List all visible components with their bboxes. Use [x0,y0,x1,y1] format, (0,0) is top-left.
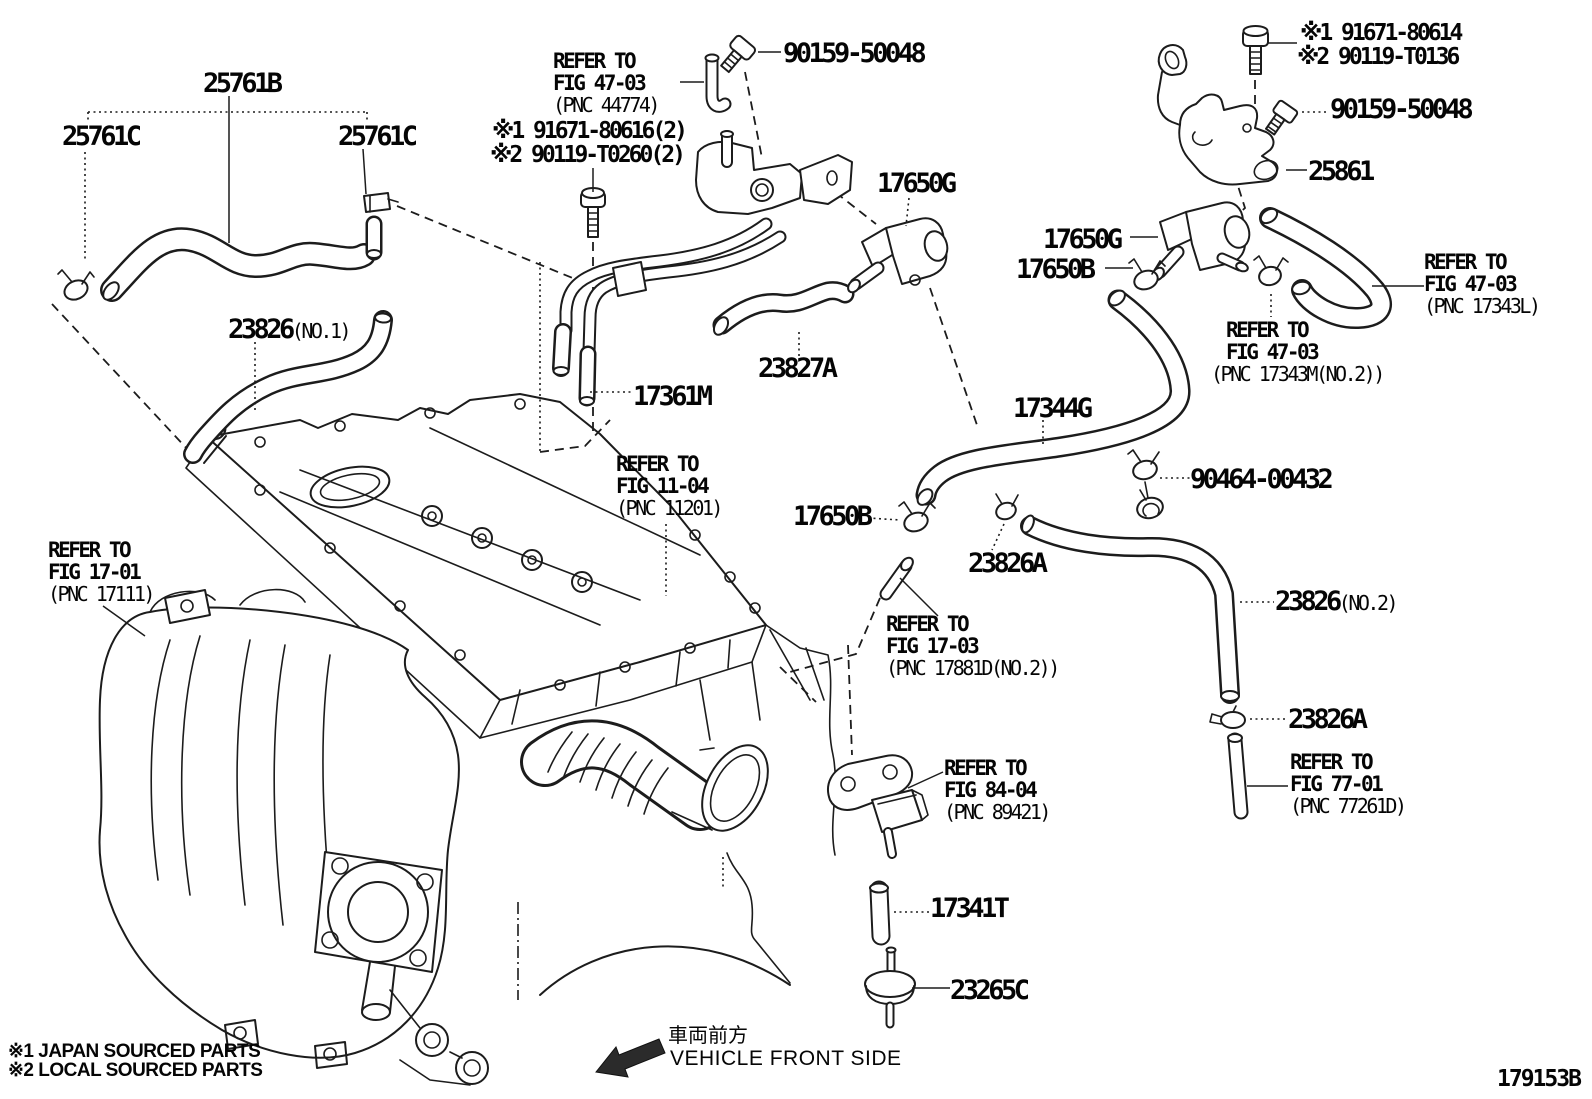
clamp-17650B-right [1128,258,1166,291]
part-label-23826-no1: 23826(NO.1) [228,314,352,345]
part-label-17344G: 17344G [1013,393,1093,424]
part-label-91671-80616: ※1 91671-80616(2) [492,118,688,144]
part-label-23827A: 23827A [758,353,838,384]
part-label-23826A-mid: 23826A [968,548,1048,579]
engine-drawing [98,393,853,1086]
part-label-17650B-left: 17650B [793,501,873,532]
vehicle-front-label-en: VEHICLE FRONT SIDE [670,1047,902,1070]
clamp-23826A-mid [995,493,1019,521]
ref-fig-47-03-pnc-17343M: REFER TO FIG 47-03 (PNC 17343M(NO.2)) [1211,318,1385,386]
part-label-25761B: 25761B [203,68,283,99]
clamp-90464-00432 [1127,449,1164,520]
part-label-90159-50048-right: 90159-50048 [1330,94,1474,125]
part-label-17341T: 17341T [930,893,1010,924]
part-label-91671-80614: ※1 91671-80614 [1300,20,1463,46]
vehicle-front-arrow-icon [595,1038,666,1078]
hoses [100,192,1392,820]
part-label-90119-T0136: ※2 90119-T0136 [1297,44,1460,70]
ref-fig-17-03-pnc-17881D: REFER TO FIG 17-03 (PNC 17881D(NO.2)) [886,612,1060,680]
ref-fig-11-04-pnc-11201: REFER TO FIG 11-04 (PNC 11201) [616,452,723,520]
part-label-17650G-left: 17650G [877,168,957,199]
leader-lines [84,42,1424,989]
clamp-17650B-left [898,501,936,533]
ref-fig-47-03-pnc-17343L: REFER TO FIG 47-03 (PNC 17343L) [1424,250,1541,318]
ref-fig-47-03-pnc-44774: REFER TO FIG 47-03 (PNC 44774) [553,49,660,117]
part-label-90159-50048-top: 90159-50048 [783,38,927,69]
part-label-25761C-left: 25761C [62,121,142,152]
part-label-25761C-right: 25761C [338,121,418,152]
clamp-23826A-bottom [1209,705,1246,729]
clamp-17343M [1253,255,1289,287]
part-label-90464-00432: 90464-00432 [1190,464,1334,495]
clamp-25761C-left [57,269,95,301]
ref-fig-77-01-pnc-77261D: REFER TO FIG 77-01 (PNC 77261D) [1290,750,1407,818]
part-label-23826-no2: 23826(NO.2) [1275,586,1399,617]
ref-fig-17-01-pnc-17111: REFER TO FIG 17-01 (PNC 17111) [48,538,155,606]
small-parts [57,25,1299,1029]
ref-fig-84-04-pnc-89421: REFER TO FIG 84-04 (PNC 89421) [944,756,1051,824]
part-label-17650B-right: 17650B [1016,254,1096,285]
part-label-17361M: 17361M [633,381,713,412]
part-label-23826A-bottom: 23826A [1288,704,1368,735]
note-japan-sourced: ※1 JAPAN SOURCED PARTS [8,1041,261,1062]
part-label-90119-T0260: ※2 90119-T0260(2) [490,142,686,168]
part-label-17650G-right: 17650G [1043,224,1123,255]
figure-code: 179153B [1497,1066,1582,1092]
note-local-sourced: ※2 LOCAL SOURCED PARTS [8,1060,263,1081]
part-label-23265C: 23265C [950,975,1030,1006]
part-label-25861: 25861 [1308,156,1375,187]
vehicle-front-label-jp: 車両前方 [668,1023,748,1047]
pipe-assembly-17361M [552,53,853,407]
